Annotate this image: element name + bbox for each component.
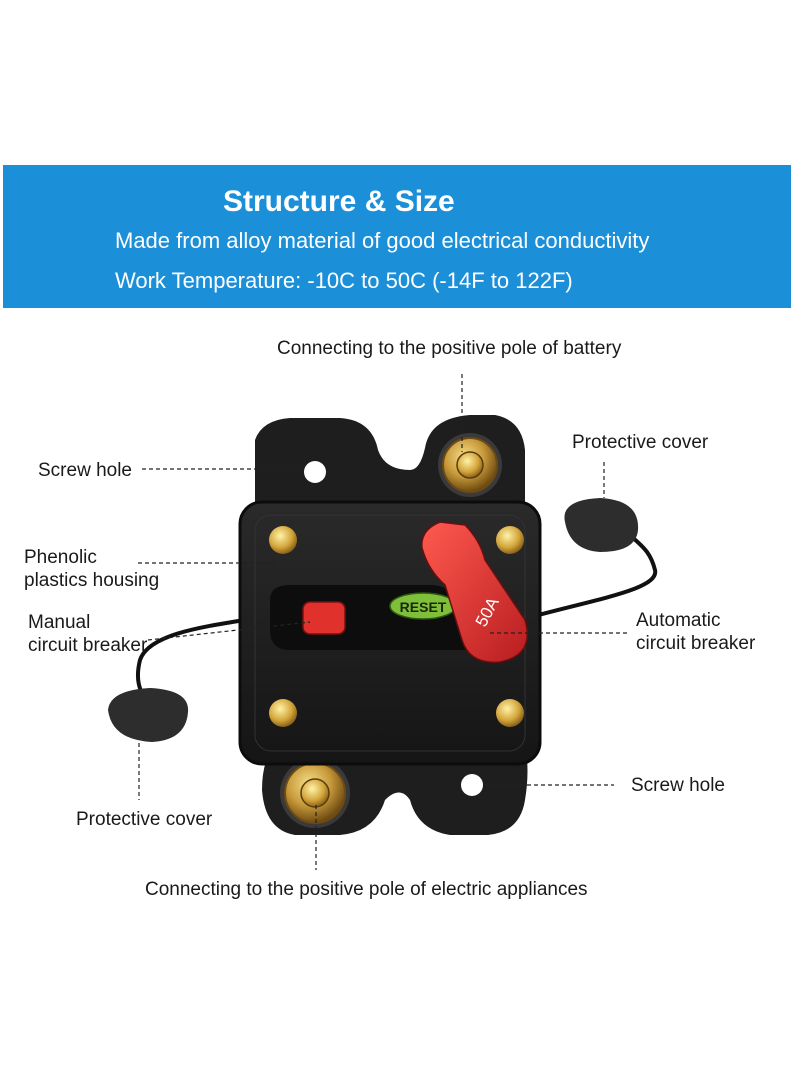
label-screw-hole-right: Screw hole	[631, 775, 725, 796]
housing-screw-tl	[269, 526, 297, 554]
screw-hole-top-left	[304, 461, 326, 483]
protective-cover-left	[108, 688, 189, 742]
automatic-breaker-lever	[421, 521, 528, 664]
housing-screw-tr	[496, 526, 524, 554]
label-battery-pole: Connecting to the positive pole of batte…	[277, 338, 622, 359]
screw-hole-bottom-right	[461, 774, 483, 796]
banner-title: Structure & Size	[223, 185, 455, 218]
label-manual-2: circuit breaker	[28, 635, 148, 656]
header-banner: Structure & Size Made from alloy materia…	[3, 165, 791, 308]
banner-temperature-text: Work Temperature: -10C to 50C (-14F to 1…	[115, 268, 573, 293]
terminal-battery	[438, 433, 502, 497]
terminal-appliance	[280, 758, 350, 828]
housing-screw-bl	[269, 699, 297, 727]
manual-breaker-button	[302, 601, 346, 635]
label-protective-cover-right: Protective cover	[572, 432, 709, 453]
housing-screw-br	[496, 699, 524, 727]
reset-text: RESET	[400, 599, 447, 615]
label-screw-hole-left: Screw hole	[38, 460, 132, 481]
label-phenolic-2: plastics housing	[24, 570, 160, 591]
cover-wire-right	[519, 533, 658, 622]
label-phenolic-1: Phenolic	[24, 547, 97, 568]
label-automatic-2: circuit breaker	[636, 633, 756, 654]
label-protective-cover-left: Protective cover	[76, 809, 213, 830]
callout-manual	[147, 621, 311, 641]
cover-wire-left	[135, 613, 276, 701]
label-automatic-1: Automatic	[636, 610, 721, 631]
protective-cover-right	[564, 498, 639, 552]
label-manual-1: Manual	[28, 612, 91, 633]
banner-material-text: Made from alloy material of good electri…	[115, 228, 650, 253]
label-appliance-pole: Connecting to the positive pole of elect…	[145, 879, 588, 900]
